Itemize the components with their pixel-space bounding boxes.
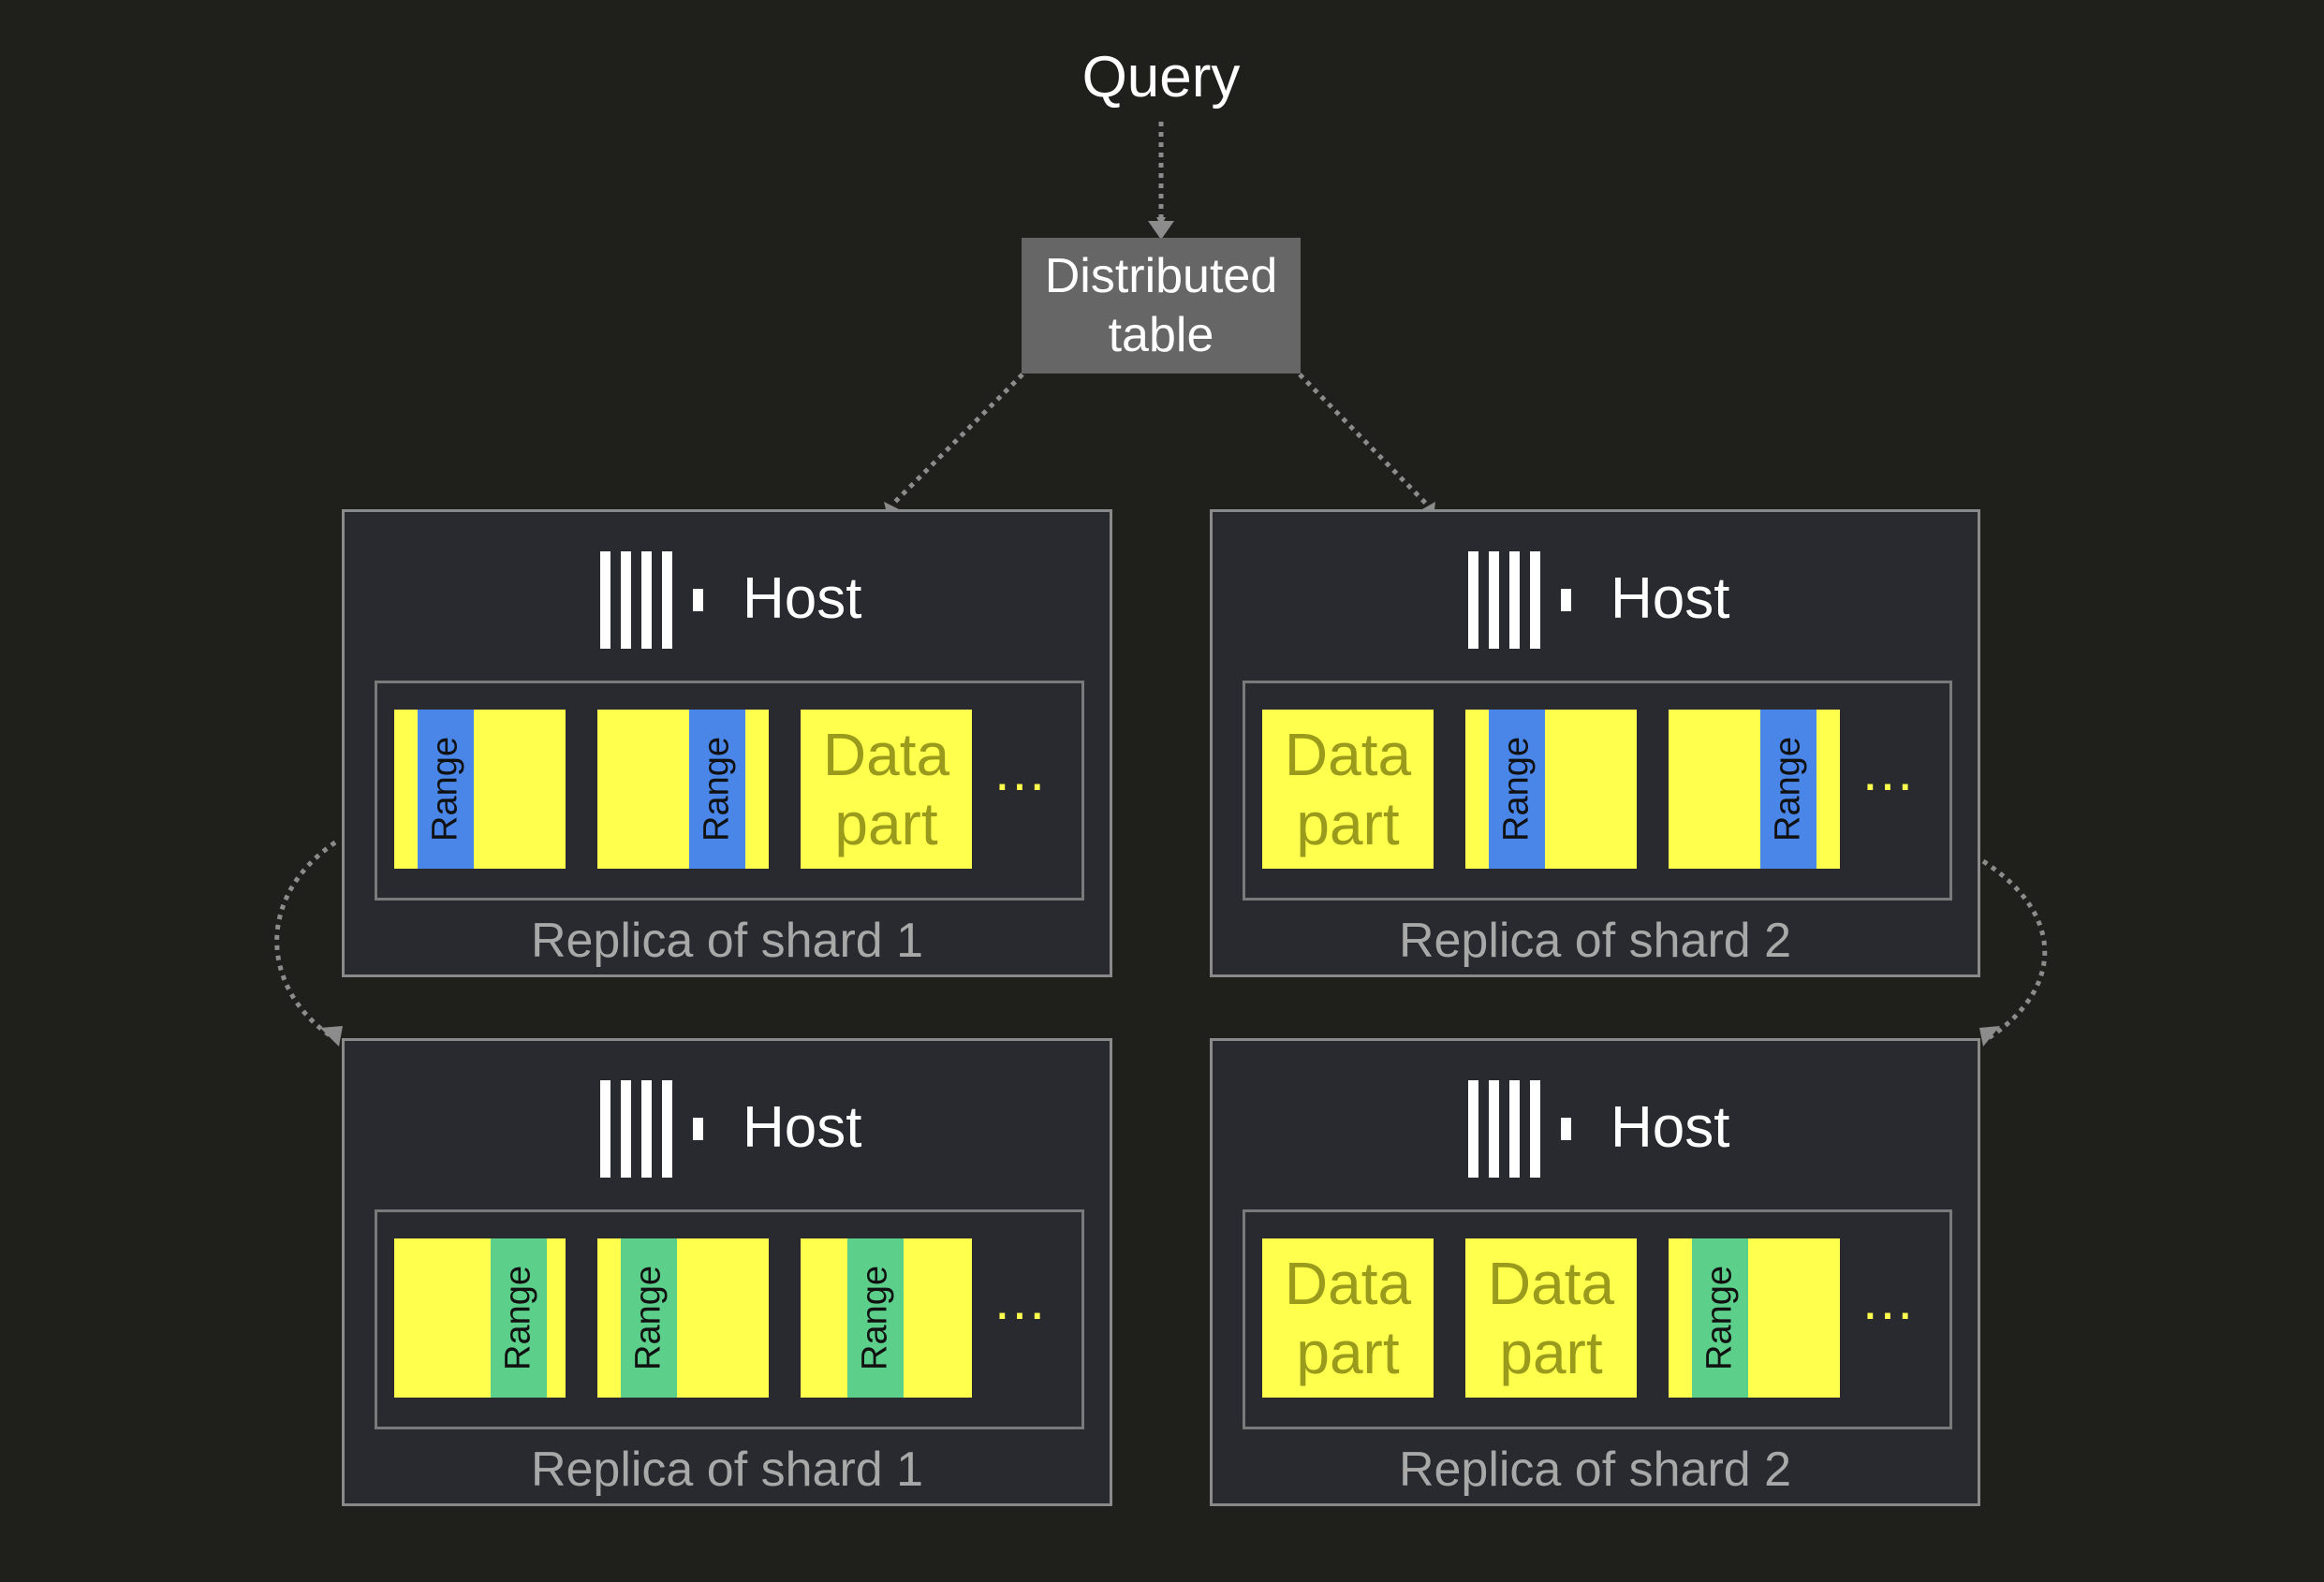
clickhouse-logo-icon: [600, 1080, 703, 1178]
clickhouse-logo-icon: [1468, 1080, 1571, 1178]
data-part-with-range: Range: [597, 710, 769, 869]
range-label: Range: [425, 737, 465, 842]
distributed-table-line1: Distributed: [1044, 248, 1278, 303]
range-band: Range: [491, 1238, 547, 1398]
range-label: Range: [1496, 737, 1537, 842]
range-band: Range: [1489, 710, 1545, 869]
range-band: Range: [689, 710, 745, 869]
arrow-distributed-to-shard2: [1298, 373, 1430, 507]
data-part-line1: Data: [1284, 1250, 1412, 1317]
more-parts-ellipsis: ...: [994, 1268, 1048, 1331]
distributed-table-node: Distributed table: [1022, 238, 1301, 374]
host-label: Host: [743, 566, 862, 631]
data-part-with-range: Range: [1669, 710, 1840, 869]
range-label: Range: [1699, 1266, 1740, 1370]
host-label: Host: [1611, 566, 1730, 631]
host-header: Host: [1213, 548, 1978, 651]
data-part-with-range: Range: [1465, 710, 1637, 869]
clickhouse-logo-icon: [1468, 551, 1571, 649]
arrowhead-replica1: [320, 1026, 343, 1047]
range-band: Range: [847, 1238, 904, 1398]
data-part-with-range: Range: [1669, 1238, 1840, 1398]
range-band: Range: [621, 1238, 677, 1398]
host-label: Host: [1611, 1095, 1730, 1160]
data-part-line2: part: [1296, 790, 1400, 857]
data-part-with-range: Range: [597, 1238, 769, 1398]
data-part-line1: Data: [1284, 721, 1412, 788]
host-header: Host: [345, 548, 1110, 651]
data-part-with-range: Range: [394, 1238, 566, 1398]
range-label: Range: [697, 737, 737, 842]
query-label: Query: [1081, 45, 1241, 110]
arrowhead-replica2: [1979, 1026, 2000, 1047]
range-label: Range: [855, 1266, 895, 1370]
data-part-with-range: Range: [801, 1238, 972, 1398]
clickhouse-logo-icon: [600, 551, 703, 649]
range-label: Range: [498, 1266, 538, 1370]
arrow-shard1-replica: [274, 840, 337, 1042]
arrow-shard2-replica: [1981, 858, 2048, 1042]
range-label: Range: [1768, 737, 1808, 842]
distributed-table-line2: table: [1108, 307, 1214, 362]
data-parts-container: Range Range Range...: [375, 1209, 1084, 1429]
range-band: Range: [418, 710, 474, 869]
replica-label: Replica of shard 1: [530, 1443, 924, 1497]
host-header: Host: [345, 1077, 1110, 1179]
data-part-line2: part: [1296, 1319, 1400, 1386]
host-header: Host: [1213, 1077, 1978, 1179]
replica-label: Replica of shard 2: [1398, 1443, 1792, 1497]
replica-label: Replica of shard 2: [1398, 914, 1792, 968]
replica-label: Replica of shard 1: [530, 914, 924, 968]
range-band: Range: [1760, 710, 1817, 869]
range-label: Range: [628, 1266, 669, 1370]
arrowhead-query: [1148, 221, 1174, 240]
range-band: Range: [1692, 1238, 1748, 1398]
data-part-line2: part: [1499, 1319, 1603, 1386]
data-part-line1: Data: [822, 721, 950, 788]
data-part-line1: Data: [1487, 1250, 1615, 1317]
more-parts-ellipsis: ...: [994, 740, 1048, 802]
more-parts-ellipsis: ...: [1862, 1268, 1916, 1331]
arrow-distributed-to-shard1: [890, 373, 1024, 507]
more-parts-ellipsis: ...: [1862, 740, 1916, 802]
data-part-with-range: Range: [394, 710, 566, 869]
data-part-line2: part: [834, 790, 938, 857]
host-label: Host: [743, 1095, 862, 1160]
